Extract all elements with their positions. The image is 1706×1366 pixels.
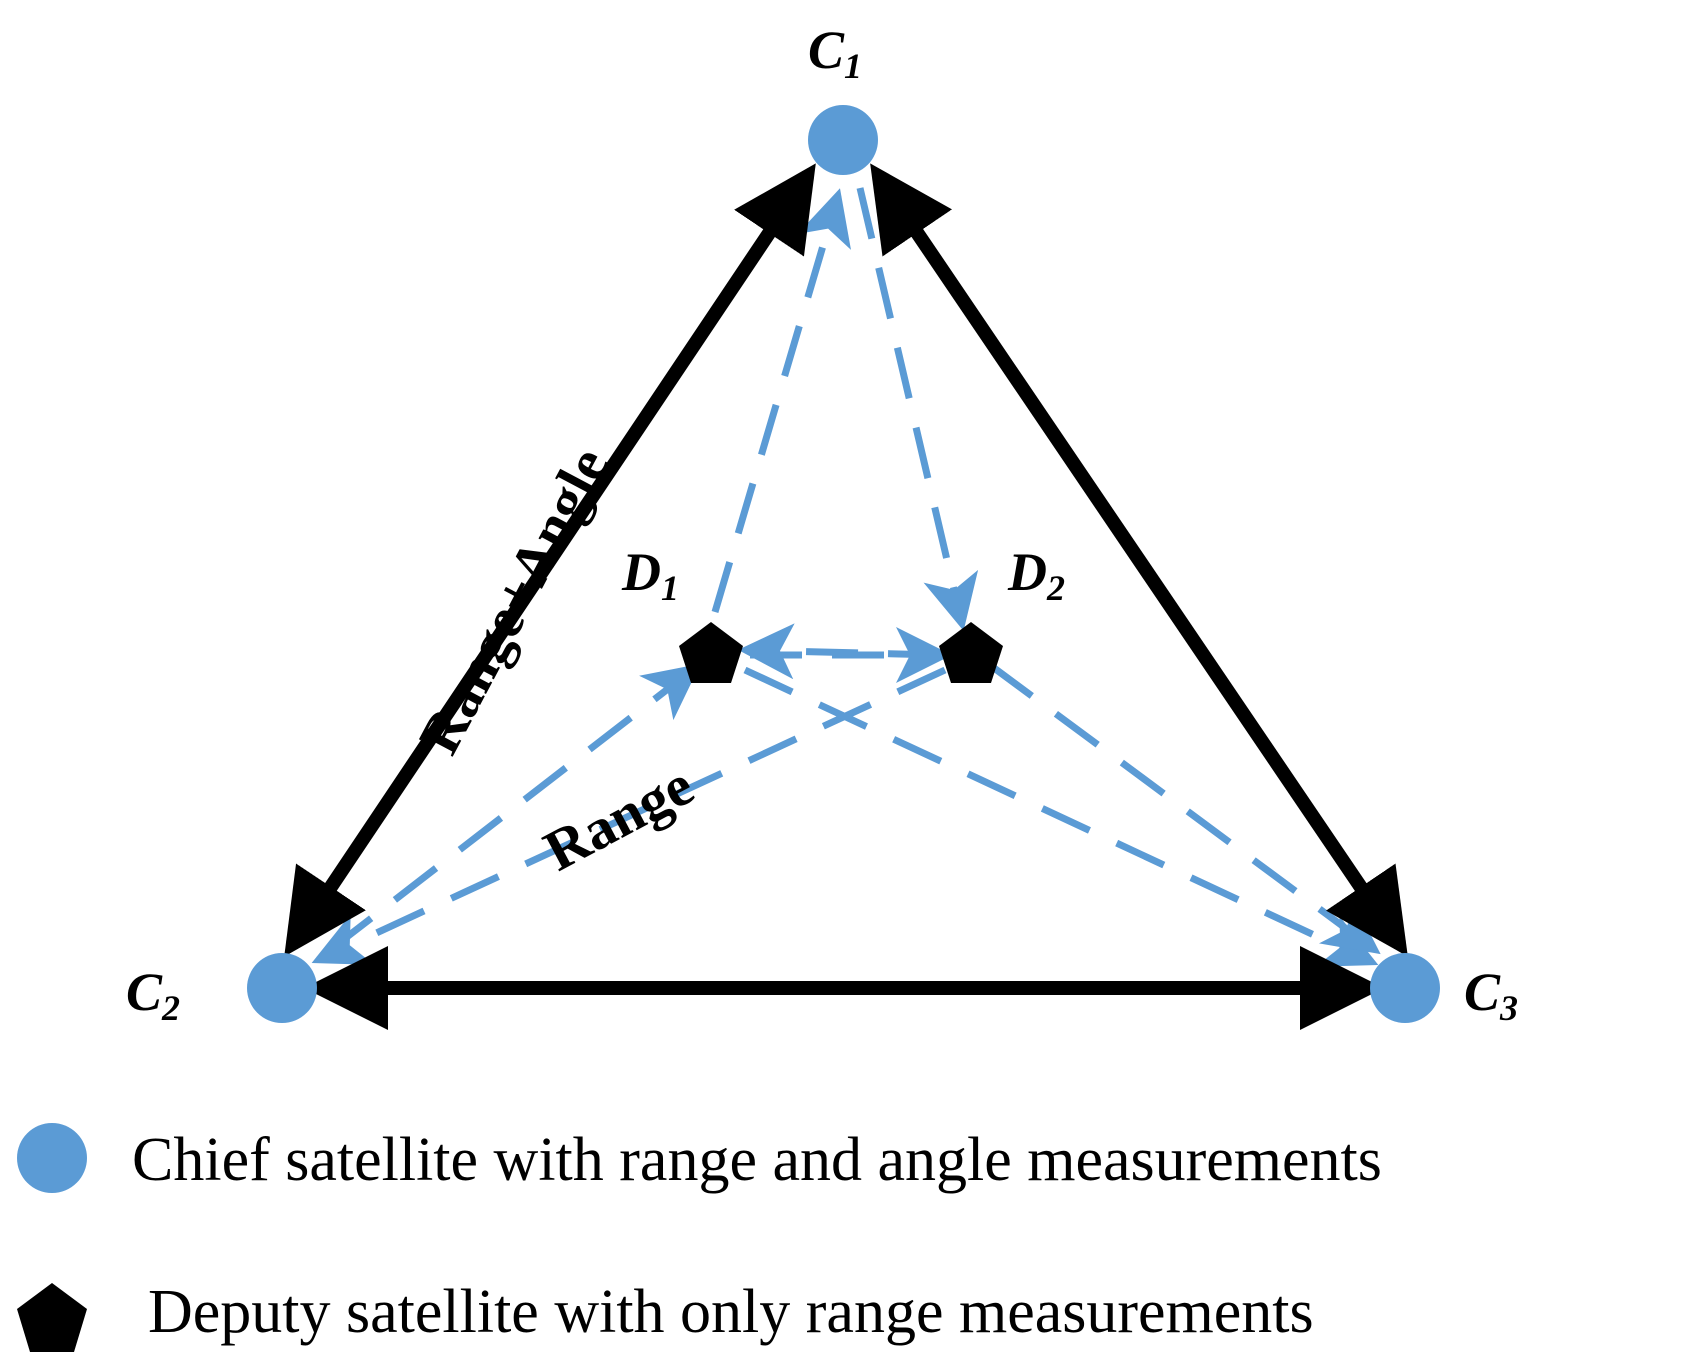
legend-deputy-pentagon-icon: [17, 1283, 87, 1352]
range-links: [311, 187, 1381, 967]
link-c1-to-d2: [856, 187, 979, 631]
range-angle-links: [284, 163, 1408, 1030]
label-c2: C2: [126, 962, 180, 1028]
link-d1-to-c1: [711, 188, 851, 613]
chief-satellite-c1: [808, 105, 878, 175]
label-c1: C1: [808, 20, 862, 86]
deputy-satellite-d2: [939, 622, 1003, 683]
label-c3: C3: [1464, 962, 1518, 1028]
legend-deputy-text: Deputy satellite with only range measure…: [148, 1278, 1314, 1346]
legend-chief-text: Chief satellite with range and angle mea…: [132, 1126, 1382, 1194]
legend-item-chief: Chief satellite with range and angle mea…: [17, 1123, 1382, 1194]
label-d2: D2: [1007, 542, 1065, 608]
link-c1-c2: [284, 163, 816, 957]
deputy-satellite-d1: [679, 622, 743, 683]
label-d1: D1: [621, 542, 679, 608]
legend-item-deputy: Deputy satellite with only range measure…: [17, 1278, 1314, 1352]
link-c1-c3: [870, 163, 1408, 957]
chief-satellite-c2: [247, 953, 317, 1023]
chief-satellite-c3: [1370, 953, 1440, 1023]
legend-chief-circle-icon: [17, 1123, 87, 1193]
legend: Chief satellite with range and angle mea…: [17, 1123, 1382, 1352]
edge-label-range-angle: Range+Angle: [406, 437, 621, 764]
